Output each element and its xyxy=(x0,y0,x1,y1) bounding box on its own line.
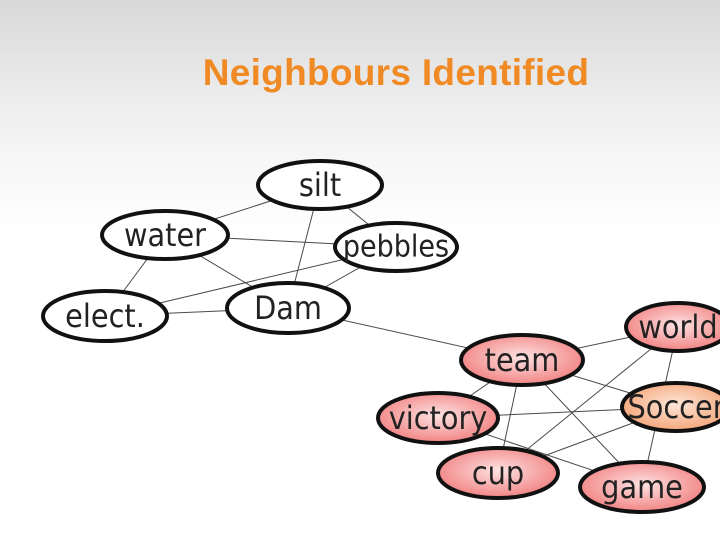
node-shape-dam xyxy=(225,281,351,335)
node-label-elect: elect. xyxy=(65,297,145,335)
node-label-dam: Dam xyxy=(254,289,322,327)
node-shape-world xyxy=(624,301,720,353)
slide-title: Neighbours Identified xyxy=(202,52,590,93)
node-world: world xyxy=(624,301,720,353)
nodes-layer: silt water pebbles elect. Dam world teamSoccer… xyxy=(41,159,720,514)
node-shape-game xyxy=(578,460,706,514)
node-shape-cup xyxy=(436,446,560,500)
node-label-team: team xyxy=(485,341,560,379)
node-shape-silt xyxy=(256,159,384,211)
node-victory: victory xyxy=(376,391,500,445)
node-elect: elect. xyxy=(41,289,169,343)
edge-world-cup xyxy=(497,326,679,474)
node-water: water xyxy=(100,209,230,261)
node-silt: silt xyxy=(256,159,384,211)
node-label-water: water xyxy=(124,216,206,254)
node-game: game xyxy=(578,460,706,514)
node-label-cup: cup xyxy=(472,454,524,492)
node-shape-elect xyxy=(41,289,169,343)
node-shape-team xyxy=(459,333,585,387)
node-label-game: game xyxy=(601,468,683,506)
node-shape-victory xyxy=(376,391,500,445)
node-dam: Dam xyxy=(225,281,351,335)
node-soccer: Soccer xyxy=(620,381,720,433)
node-cup: cup xyxy=(436,446,560,500)
node-label-silt: silt xyxy=(299,166,341,204)
node-pebbles: pebbles xyxy=(333,221,459,273)
node-label-world: world xyxy=(638,308,717,346)
node-shape-pebbles xyxy=(333,221,459,273)
node-team: team xyxy=(459,333,585,387)
node-label-pebbles: pebbles xyxy=(343,230,449,265)
node-shape-soccer xyxy=(620,381,720,433)
node-label-victory: victory xyxy=(389,399,488,437)
node-shape-water xyxy=(100,209,230,261)
node-label-soccer: Soccer xyxy=(627,388,720,426)
